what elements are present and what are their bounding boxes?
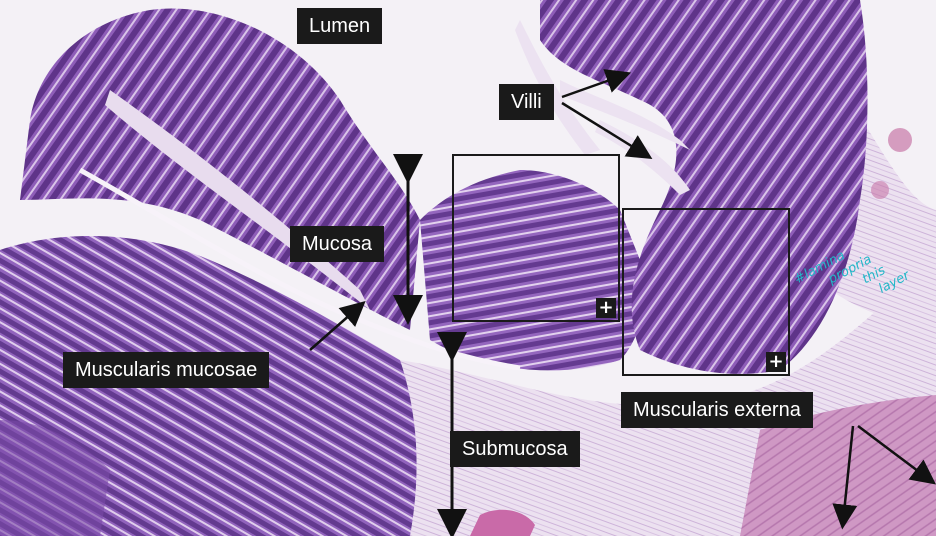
zoom-region-lamina-propria[interactable]: + xyxy=(622,208,790,376)
label-submucosa: Submucosa xyxy=(450,431,580,467)
label-villi: Villi xyxy=(499,84,554,120)
zoom-plus-icon[interactable]: + xyxy=(766,352,786,372)
label-lumen: Lumen xyxy=(297,8,383,44)
label-muscularis-externa: Muscularis externa xyxy=(621,392,813,428)
zoom-region-villi[interactable]: + xyxy=(452,154,620,322)
label-mucosa: Mucosa xyxy=(290,226,385,262)
label-muscularis-mucosae: Muscularis mucosae xyxy=(63,352,270,388)
zoom-plus-icon[interactable]: + xyxy=(596,298,616,318)
